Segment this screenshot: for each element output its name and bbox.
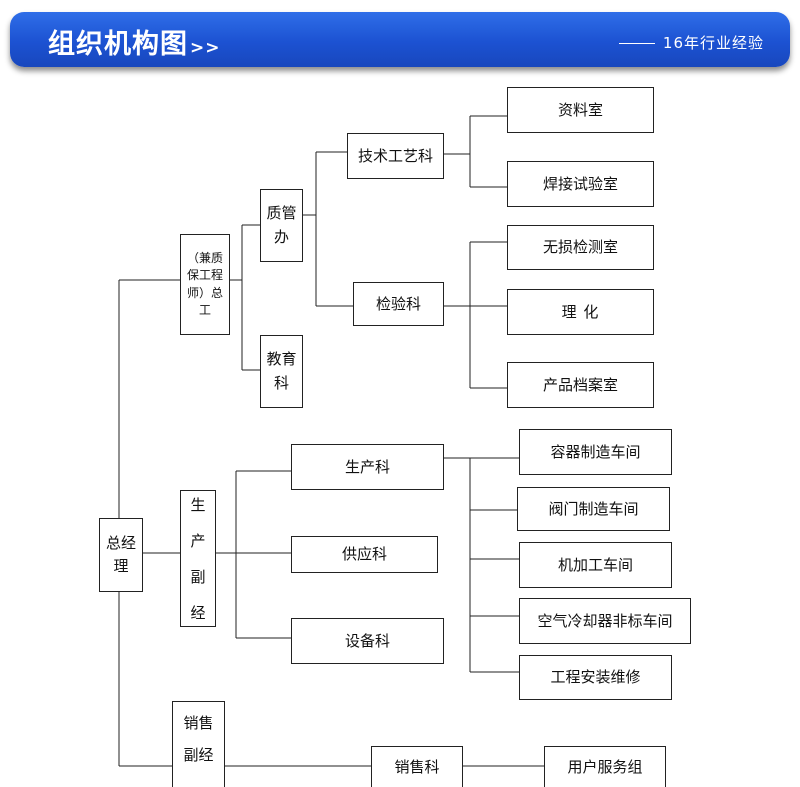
product-archive-room-box: 产品档案室	[507, 362, 654, 408]
header-subtitle: 16年行业经验	[618, 32, 764, 53]
general-manager-box: 总经理	[99, 518, 143, 592]
customer-service-box: 用户服务组	[544, 746, 666, 787]
page-title: 组织机构图>>	[48, 29, 221, 60]
machining-workshop-box: 机加工车间	[519, 542, 672, 588]
sales-vp-box: 销售副经	[172, 701, 225, 787]
inspection-dept-box: 检验科	[353, 282, 444, 326]
welding-test-room-box: 焊接试验室	[507, 161, 654, 207]
data-room-box: 资料室	[507, 87, 654, 133]
title-arrows: >>	[190, 38, 221, 58]
equipment-dept-box: 设备科	[291, 618, 444, 664]
production-dept-box: 生产科	[291, 444, 444, 490]
education-dept-box: 教育科	[260, 335, 303, 408]
production-vp-box: 生产副经	[180, 490, 216, 627]
physchem-room-box: 理 化	[507, 289, 654, 335]
installation-repair-box: 工程安装维修	[519, 655, 672, 700]
ndt-room-box: 无损检测室	[507, 225, 654, 270]
chief-engineer-box: （兼质保工程师）总 工	[180, 234, 230, 335]
tech-process-dept-box: 技术工艺科	[347, 133, 444, 179]
header-banner: 组织机构图>> 16年行业经验	[10, 12, 790, 67]
valve-workshop-box: 阀门制造车间	[517, 487, 670, 531]
quality-office-box: 质管办	[260, 189, 303, 262]
sales-dept-box: 销售科	[371, 746, 463, 787]
subtitle-dash	[618, 43, 655, 44]
supply-dept-box: 供应科	[291, 536, 438, 573]
air-cooler-workshop-box: 空气冷却器非标车间	[519, 598, 691, 644]
vessel-workshop-box: 容器制造车间	[519, 429, 672, 475]
